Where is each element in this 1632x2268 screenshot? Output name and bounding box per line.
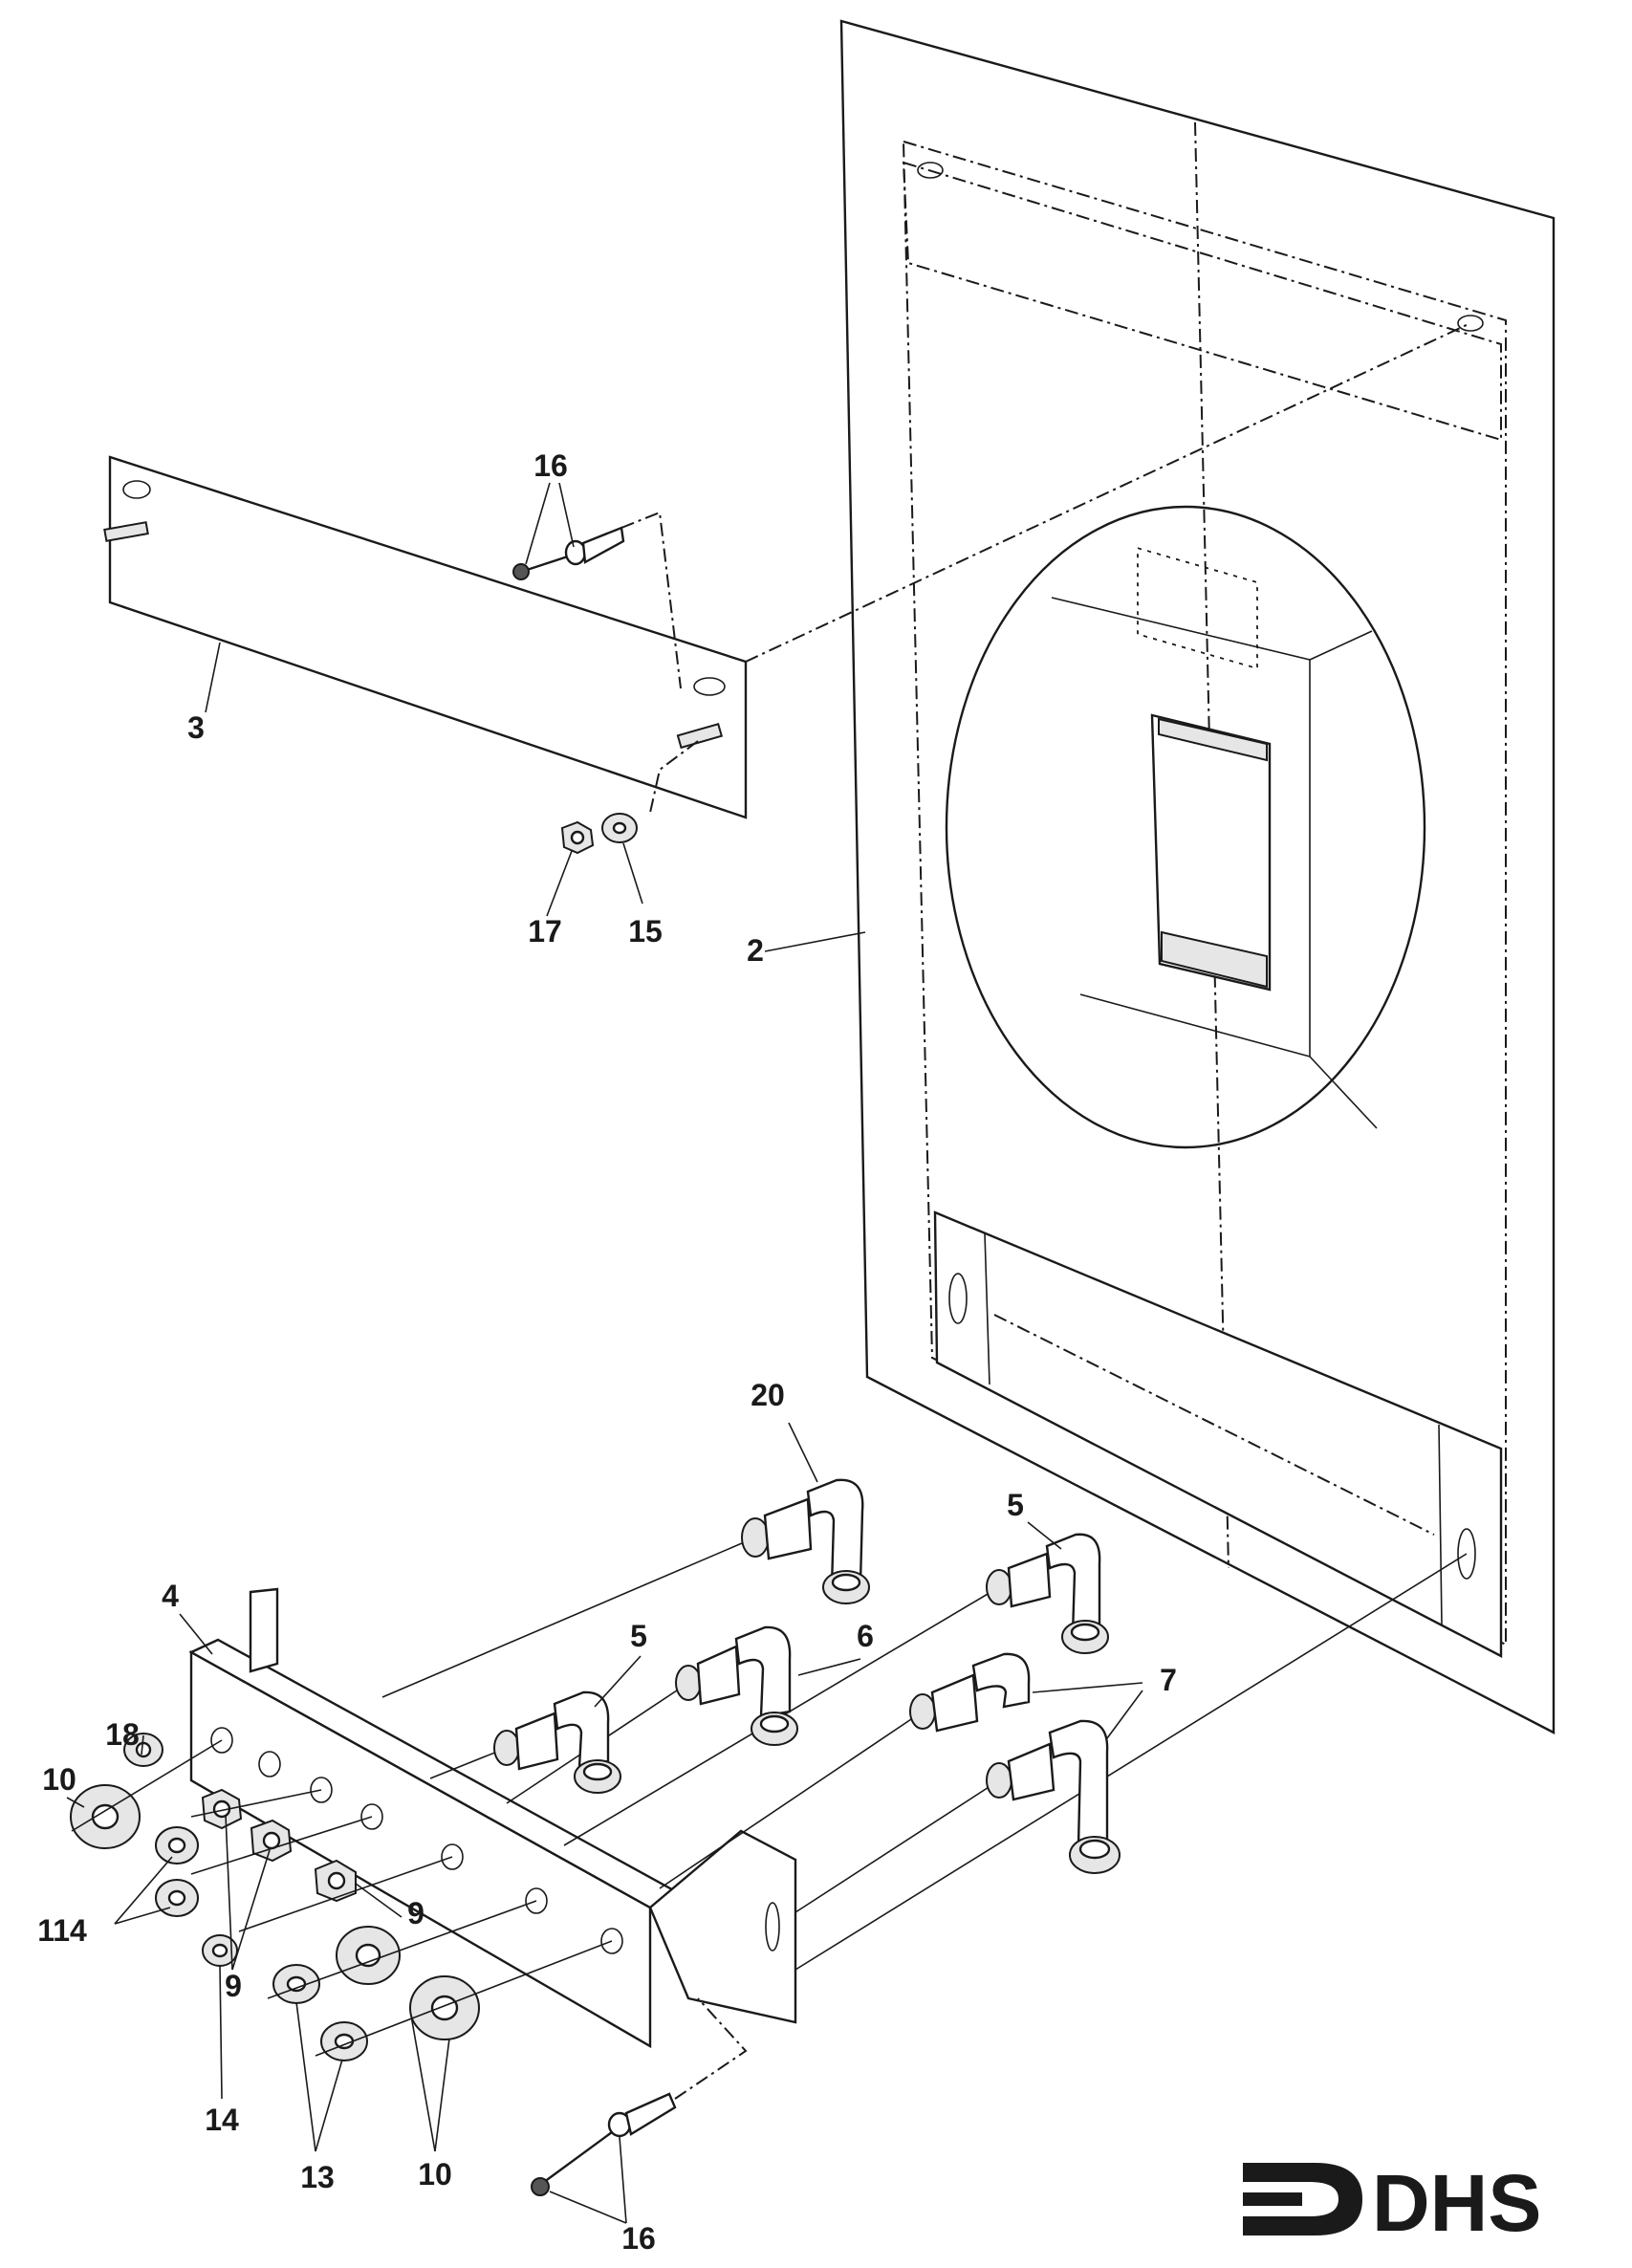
label-10-upper: 10 xyxy=(42,1762,76,1797)
wall-bar-stud-left xyxy=(103,521,149,542)
part-labels: 16 3 17 15 2 20 5 4 5 6 7 18 10 114 9 9 … xyxy=(37,448,1177,2256)
fixings-left xyxy=(70,1733,613,2061)
label-16-top: 16 xyxy=(533,448,568,483)
label-20: 20 xyxy=(751,1378,785,1412)
wall-bar xyxy=(103,322,1471,855)
nut-9-a xyxy=(201,1788,243,1830)
nut-10-upper xyxy=(70,1784,141,1849)
back-panel-inner-outline xyxy=(902,140,1507,1646)
elbow-fitting-20 xyxy=(741,1478,870,1604)
label-10-lower: 10 xyxy=(418,2157,452,2192)
label-6: 6 xyxy=(857,1619,874,1653)
nut-10-lower xyxy=(409,1975,480,2040)
elbow-fitting-7-lower xyxy=(986,1719,1121,1874)
label-16-bottom: 16 xyxy=(621,2221,656,2256)
top-rail xyxy=(902,161,1502,442)
wall-bar-plate xyxy=(108,455,748,819)
washer-114-a xyxy=(155,1826,199,1865)
top-rail-bracket xyxy=(1137,547,1258,670)
label-5-left: 5 xyxy=(630,1619,647,1653)
washer-13-a xyxy=(272,1964,320,2004)
label-2: 2 xyxy=(747,933,764,968)
bracket-right-flange xyxy=(648,1829,797,2024)
dhs-logo: DHS xyxy=(1243,2158,1541,2248)
screw-and-plug-bottom xyxy=(531,1997,748,2196)
wall-bar-slot-left xyxy=(122,480,151,499)
wall-bar-slot-right xyxy=(693,677,726,696)
screw-and-plug-top xyxy=(512,526,625,580)
washer-13-b xyxy=(320,2021,368,2061)
nut-10-mid xyxy=(336,1926,401,1985)
back-panel xyxy=(839,19,1556,1734)
nut-17 xyxy=(560,820,595,855)
nut-9-b xyxy=(250,1819,293,1863)
label-17: 17 xyxy=(528,914,562,949)
elbow-fitting-6 xyxy=(675,1625,798,1746)
label-13: 13 xyxy=(300,2160,335,2194)
nut-18 xyxy=(123,1733,163,1767)
label-18: 18 xyxy=(105,1717,140,1752)
bottom-rail xyxy=(933,1210,1503,1658)
wall-bar-stud-right xyxy=(676,722,724,750)
washer-114-b xyxy=(155,1879,199,1917)
elbow-fitting-5-left xyxy=(493,1690,621,1794)
manifold-bracket xyxy=(188,1587,797,2049)
detail-circle xyxy=(945,505,1426,1149)
detail-recess xyxy=(1051,597,1311,1058)
label-7: 7 xyxy=(1160,1663,1177,1697)
label-3: 3 xyxy=(187,710,205,745)
bottom-rail-marks xyxy=(993,1314,1435,1536)
label-14: 14 xyxy=(205,2103,239,2137)
label-4: 4 xyxy=(162,1579,179,1613)
dhs-logo-mark xyxy=(1243,2163,1362,2235)
washer-15 xyxy=(601,813,638,843)
washer-14 xyxy=(202,1934,238,1967)
elbow-fitting-7-upper xyxy=(909,1652,1031,1733)
bracket-holes xyxy=(210,1727,623,1954)
leader-lines xyxy=(66,482,1143,2224)
elbow-fitting-5-right xyxy=(986,1533,1109,1654)
bottom-left-slot xyxy=(948,1273,968,1324)
bracket-flange-slot xyxy=(765,1902,780,1952)
detail-bracket-plate xyxy=(1150,713,1272,992)
nut-9-c xyxy=(314,1859,357,1903)
top-left-slot xyxy=(917,162,944,179)
bracket-left-tab xyxy=(249,1587,279,1673)
label-114: 114 xyxy=(37,1913,87,1948)
bottom-right-slot xyxy=(1457,1528,1476,1580)
label-15: 15 xyxy=(628,914,663,949)
top-right-slot xyxy=(1457,315,1484,332)
projection-lines xyxy=(381,1537,1468,1971)
label-9-a: 9 xyxy=(225,1969,242,2003)
label-9-b: 9 xyxy=(407,1896,424,1930)
label-5-right: 5 xyxy=(1007,1488,1024,1522)
dhs-logo-text: DHS xyxy=(1372,2158,1541,2248)
